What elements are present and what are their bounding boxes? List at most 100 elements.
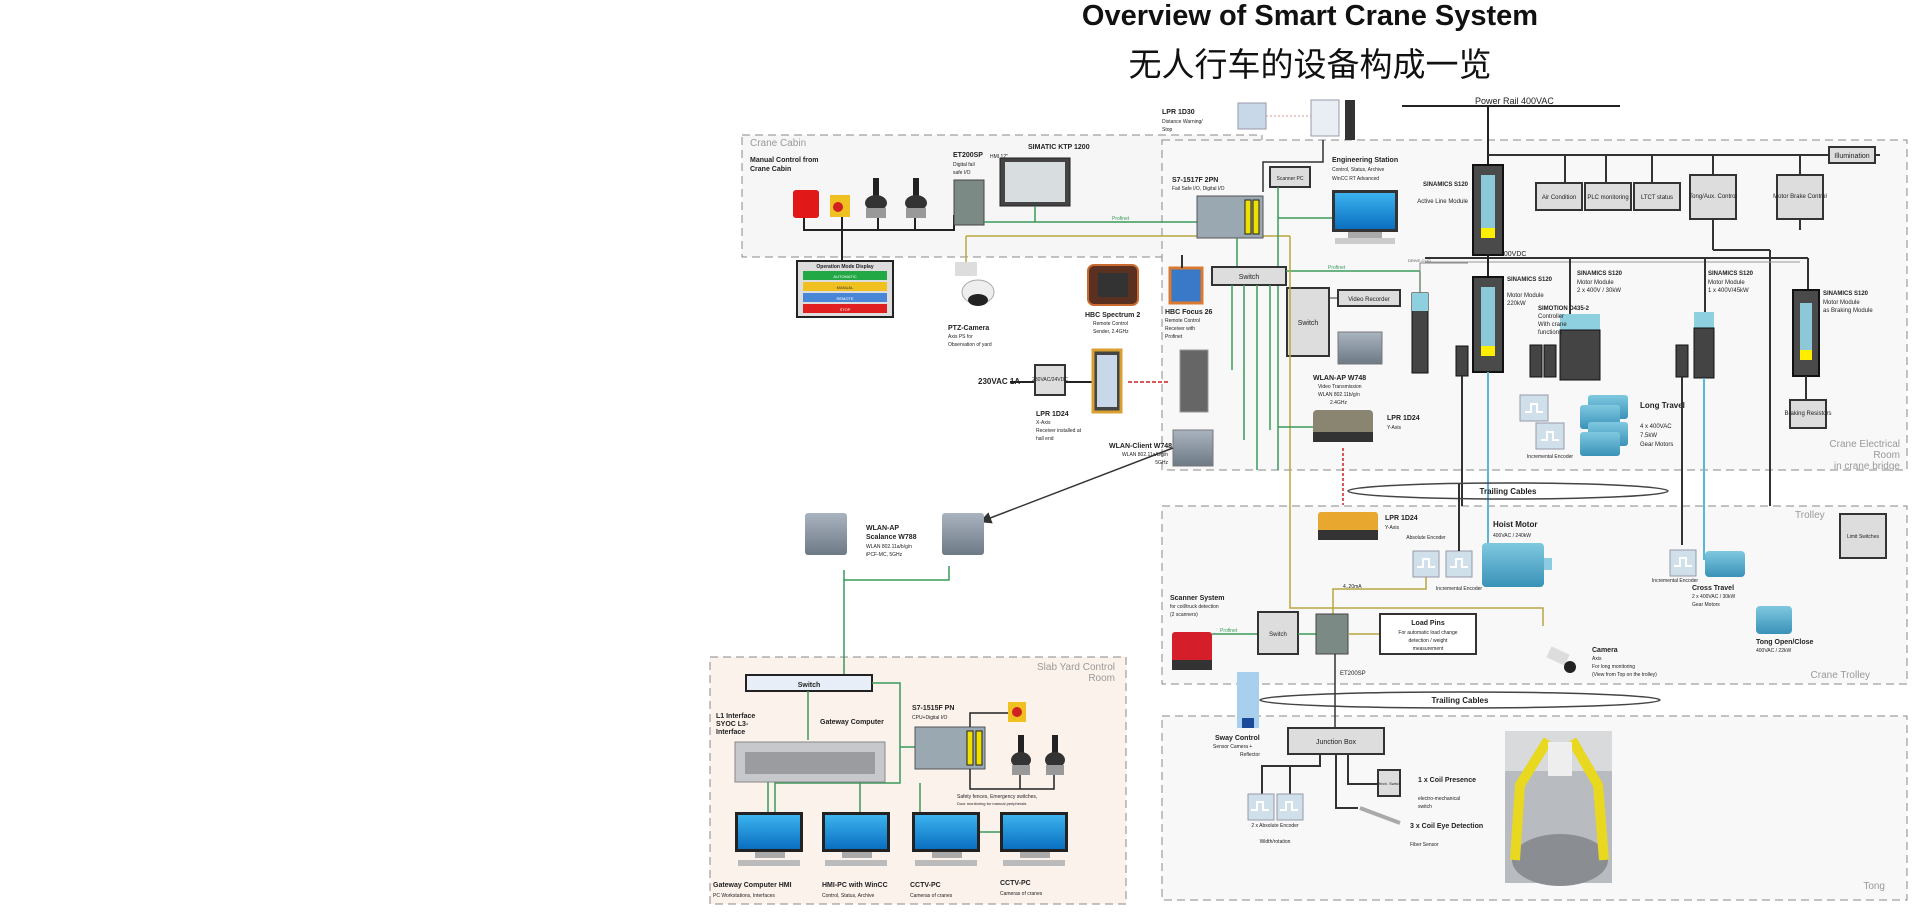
svg-text:Y-Axis: Y-Axis bbox=[1385, 525, 1399, 531]
trailing-cables-upper bbox=[1347, 482, 1669, 500]
svg-text:Incremental Encoder: Incremental Encoder bbox=[1527, 454, 1573, 460]
zone-label: Trolley bbox=[1795, 510, 1825, 521]
svg-text:1 x 400V/45kW: 1 x 400V/45kW bbox=[1708, 288, 1749, 294]
svg-text:Width/rotation: Width/rotation bbox=[1260, 839, 1291, 845]
svg-text:Gateway Computer HMI: Gateway Computer HMI bbox=[713, 882, 792, 889]
svg-text:ET200SP: ET200SP bbox=[1340, 671, 1366, 677]
svg-text:WLAN-AP W748: WLAN-AP W748 bbox=[1313, 375, 1366, 382]
svg-text:Air Condition: Air Condition bbox=[1542, 195, 1576, 201]
svg-text:Switch: Switch bbox=[1239, 274, 1260, 281]
joystick-icon bbox=[865, 178, 887, 218]
svg-text:detection / weight: detection / weight bbox=[1409, 638, 1449, 644]
svg-text:1 x Coil Presence: 1 x Coil Presence bbox=[1418, 777, 1476, 784]
zone-label: Slab Yard Control bbox=[1037, 662, 1115, 673]
incremental-encoder-long-travel: Incremental Encoder bbox=[1519, 394, 1573, 460]
svg-text:Switch: Switch bbox=[798, 682, 821, 689]
svg-text:Active Line Module: Active Line Module bbox=[1417, 199, 1468, 205]
svg-text:Observation of yard: Observation of yard bbox=[948, 342, 992, 348]
diagram-title-zh: 无人行车的设备构成一览 bbox=[1128, 45, 1492, 84]
svg-text:Tong/Aux. Control: Tong/Aux. Control bbox=[1689, 194, 1737, 200]
joystick-icon bbox=[905, 178, 927, 218]
wlan-ap-w748: WLAN-AP W748 Video Transmission WLAN 802… bbox=[1313, 331, 1383, 406]
aux-plc-monitoring: PLC monitoring bbox=[1584, 182, 1632, 211]
pc-cctv-1: CCTV-PC Cameras of cranes bbox=[910, 812, 980, 899]
svg-text:LPR 1D24: LPR 1D24 bbox=[1036, 411, 1069, 418]
signal-4-20ma-label: 4..20mA bbox=[1343, 584, 1362, 590]
svg-text:Gear Motors: Gear Motors bbox=[1692, 602, 1720, 608]
svg-text:Y-Axis: Y-Axis bbox=[1387, 425, 1401, 431]
et200sp-cabin: ET200SP Digital fail safe I/O bbox=[953, 152, 985, 226]
joystick-icon bbox=[1045, 735, 1065, 775]
profinet-label: Profinet bbox=[1112, 216, 1130, 222]
power-input-label: 230VAC 1A bbox=[978, 377, 1020, 386]
svg-text:Hoist Motor: Hoist Motor bbox=[1493, 520, 1537, 529]
svg-text:Control, Status, Archive: Control, Status, Archive bbox=[822, 893, 874, 899]
svg-text:LPR 1D24: LPR 1D24 bbox=[1387, 415, 1420, 422]
manual-control-label: Crane Cabin bbox=[750, 166, 791, 173]
svg-text:X-Axis: X-Axis bbox=[1036, 420, 1051, 426]
svg-text:functions: functions bbox=[1538, 330, 1562, 336]
zone-trolley bbox=[1161, 505, 1908, 685]
lpr-distance-warning: LPR 1D30 Distance Warning/ Stop bbox=[1162, 99, 1355, 140]
pc-cctv-2: CCTV-PC Cameras of cranes bbox=[1000, 812, 1068, 897]
svg-text:REMOTE: REMOTE bbox=[836, 296, 853, 301]
svg-text:PC Workstations, Interfaces: PC Workstations, Interfaces bbox=[713, 893, 775, 899]
svg-text:HBC Spectrum 2: HBC Spectrum 2 bbox=[1085, 312, 1140, 319]
svg-text:iPCF-MC, 5GHz: iPCF-MC, 5GHz bbox=[866, 552, 903, 558]
svg-text:WLAN 802.11a/b/g/n: WLAN 802.11a/b/g/n bbox=[1122, 452, 1168, 458]
svg-text:Motor Module: Motor Module bbox=[1708, 280, 1745, 286]
svg-text:400VAC / 240kW: 400VAC / 240kW bbox=[1493, 533, 1531, 539]
video-recorder: Video Recorder bbox=[1337, 289, 1401, 307]
svg-text:Mech. Switch: Mech. Switch bbox=[1377, 781, 1401, 786]
svg-text:LPR 1D30: LPR 1D30 bbox=[1162, 109, 1195, 116]
svg-text:Motor Module: Motor Module bbox=[1577, 280, 1614, 286]
svg-text:Switch: Switch bbox=[1269, 632, 1287, 638]
svg-text:HBC Focus 26: HBC Focus 26 bbox=[1165, 309, 1213, 316]
svg-text:Receiver with: Receiver with bbox=[1165, 326, 1195, 332]
network-switch-trolley: Switch bbox=[1257, 611, 1299, 655]
wlan-client-w748: WLAN-Client W748 WLAN 802.11a/b/g/n 5GHz bbox=[1109, 429, 1214, 467]
svg-text:Scanner System: Scanner System bbox=[1170, 595, 1224, 602]
svg-text:as Braking Module: as Braking Module bbox=[1823, 308, 1873, 314]
cross-travel-encoder: Incremental Encoder bbox=[1652, 549, 1698, 584]
svg-text:Operation Mode Display: Operation Mode Display bbox=[816, 264, 873, 270]
svg-text:SINAMICS S120: SINAMICS S120 bbox=[1507, 277, 1553, 283]
l1-interface-label: Interface bbox=[716, 729, 745, 736]
svg-text:Cameras of cranes: Cameras of cranes bbox=[910, 893, 953, 899]
trolley-camera: Camera Axis For long monitoring (View fr… bbox=[1546, 646, 1657, 678]
sinamics-motor-module-220kw: SINAMICS S120 Motor Module 220kW bbox=[1472, 276, 1553, 373]
engineering-station: Engineering Station Control, Status, Arc… bbox=[1332, 157, 1398, 244]
svg-text:STOP: STOP bbox=[840, 307, 851, 312]
svg-text:Motor Module: Motor Module bbox=[1507, 293, 1544, 299]
svg-text:2.4GHz: 2.4GHz bbox=[1330, 400, 1347, 406]
svg-text:For automatic load change: For automatic load change bbox=[1398, 630, 1457, 636]
svg-text:(2 scanners): (2 scanners) bbox=[1170, 612, 1198, 618]
svg-text:Distance Warning/: Distance Warning/ bbox=[1162, 119, 1203, 125]
operation-mode-display: Operation Mode Display AUTOMATIC MANUAL … bbox=[796, 260, 894, 318]
svg-text:5GHz: 5GHz bbox=[1155, 460, 1168, 466]
lpr-y-axis-emitter: LPR 1D24 Y-Axis bbox=[1313, 410, 1420, 442]
scanner-pc: Scanner PC bbox=[1269, 166, 1311, 188]
svg-text:SINAMICS S120: SINAMICS S120 bbox=[1423, 182, 1469, 188]
svg-text:For long monitoring: For long monitoring bbox=[1592, 664, 1635, 670]
simotion-controller: SIMOTION D435-2 Controller With crane fu… bbox=[1538, 306, 1590, 336]
svg-text:S7-1515F PN: S7-1515F PN bbox=[912, 705, 954, 712]
svg-text:SIMATIC KTP 1200: SIMATIC KTP 1200 bbox=[1028, 144, 1090, 151]
svg-text:Camera: Camera bbox=[1592, 647, 1618, 654]
zone-label: Crane Cabin bbox=[750, 138, 806, 149]
braking-resistors: Braking Resistors bbox=[1784, 399, 1832, 429]
svg-text:CCTV-PC: CCTV-PC bbox=[910, 882, 941, 889]
svg-text:Receiver installed at: Receiver installed at bbox=[1036, 428, 1082, 434]
svg-text:400VAC / 22kW: 400VAC / 22kW bbox=[1756, 648, 1791, 654]
joystick-icon bbox=[1011, 735, 1031, 775]
svg-text:Controller: Controller bbox=[1538, 314, 1564, 320]
svg-text:Motor Brake Control: Motor Brake Control bbox=[1773, 194, 1827, 200]
sinamics-motor-module-45kw: SINAMICS S120 Motor Module 1 x 400V/45kW bbox=[1693, 271, 1754, 379]
safety-devices-label: Safety fences, Emergency switches, bbox=[957, 794, 1037, 800]
svg-text:2 x Absolute Encoder: 2 x Absolute Encoder bbox=[1251, 823, 1299, 829]
power-rail-label: Power Rail 400VAC bbox=[1475, 96, 1554, 106]
scanner-system: Scanner System for coil/truck detection … bbox=[1170, 595, 1224, 670]
svg-text:(View from Top on the trolley): (View from Top on the trolley) bbox=[1592, 672, 1657, 678]
svg-text:WLAN-AP: WLAN-AP bbox=[866, 525, 899, 532]
horn-icon bbox=[793, 190, 819, 218]
